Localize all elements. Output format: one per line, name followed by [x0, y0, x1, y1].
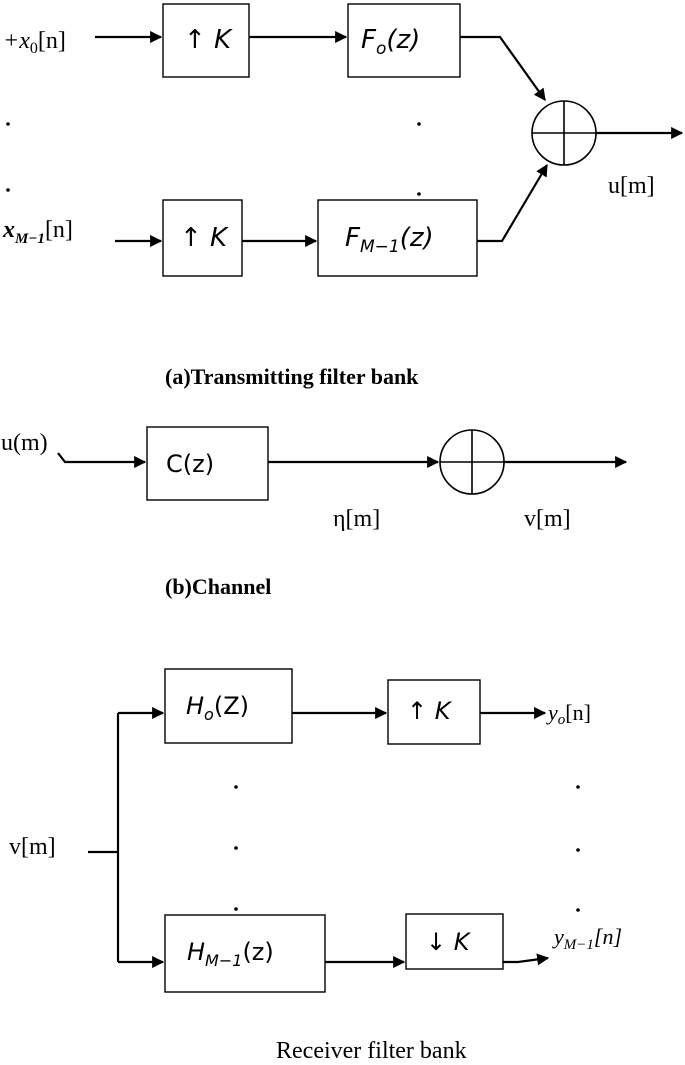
tx-input-m1: xM−1[n]	[2, 217, 73, 247]
tx-upsample-box-m1	[162, 199, 243, 277]
rx-filter-box-0	[164, 668, 293, 744]
tx-upsample-label-m1: ↑ K	[180, 223, 229, 253]
rx-sampler-label-0: ↑ K	[407, 697, 453, 725]
rx-output-0: yo[n]	[546, 700, 591, 728]
tx-output-label: u[m]	[608, 173, 655, 199]
tx-filter-label-m1: FM−1(z)	[345, 223, 434, 257]
rx-ellipsis-dot	[234, 785, 238, 789]
rx-ellipsis-dot	[576, 908, 580, 912]
tx-upsample-box-0	[162, 3, 250, 78]
rx-sampler-label-m1: ↓ K	[426, 928, 472, 956]
tx-ellipsis-dot	[417, 122, 421, 126]
rx-sampler-box-m1	[405, 913, 504, 970]
rx-filter-box-m1	[164, 914, 326, 993]
tx-ellipsis-dot	[6, 122, 10, 126]
channel-filter-box	[146, 426, 269, 501]
channel-filter-label: C(z)	[166, 450, 214, 478]
rx-output-m1: yM−1[n]	[552, 924, 622, 953]
channel-noise-label: η[m]	[333, 506, 380, 532]
rx-filter-label-0: Ho(Z)	[186, 692, 249, 724]
tx-upsample-label-0: ↑ K	[184, 25, 233, 55]
tx-caption: (a)Transmitting filter bank	[165, 364, 419, 389]
rx-ellipsis-dot	[576, 848, 580, 852]
tx-ellipsis-dot	[6, 188, 10, 192]
channel-input-label: u(m)	[1, 430, 48, 456]
rx-filter-label-m1: HM−1(z)	[187, 938, 274, 970]
channel-section: u(m) C(z) η[m] v[m] (b)Channel	[1, 426, 628, 599]
rx-input-label: v[m]	[9, 834, 56, 860]
tx-wire-f0-to-sum	[460, 35, 546, 101]
rx-ellipsis-dot	[234, 846, 238, 850]
channel-wire-input-to-filter	[57, 452, 147, 469]
tx-filter-label-0: Fo(z)	[361, 25, 420, 59]
tx-wire-fm1-to-sum	[477, 163, 548, 243]
channel-caption: (b)Channel	[165, 574, 271, 599]
rx-ellipsis-dot	[576, 785, 580, 789]
rx-wire-sampler-m1-to-output	[503, 953, 550, 966]
rx-ellipsis-dot	[234, 907, 238, 911]
tx-filter-box-0	[347, 3, 461, 78]
transmitting-filter-bank: +x0[n] ↑ K Fo(z) xM−1[n] ↑ K FM−1(z)	[2, 3, 684, 389]
receiver-filter-bank: v[m] Ho(Z) ↑ K yo[n] HM−1(z) ↓ K yM−1[n]	[9, 668, 622, 1064]
tx-input-0: +x0[n]	[3, 28, 66, 57]
channel-output-label: v[m]	[524, 506, 571, 532]
rx-sampler-box-0	[387, 679, 481, 745]
channel-summing-junction	[439, 429, 505, 495]
rx-caption: Receiver filter bank	[276, 1038, 467, 1064]
tx-ellipsis-dot	[417, 192, 421, 196]
tx-summing-junction	[531, 100, 597, 166]
tx-filter-box-m1	[317, 199, 478, 277]
